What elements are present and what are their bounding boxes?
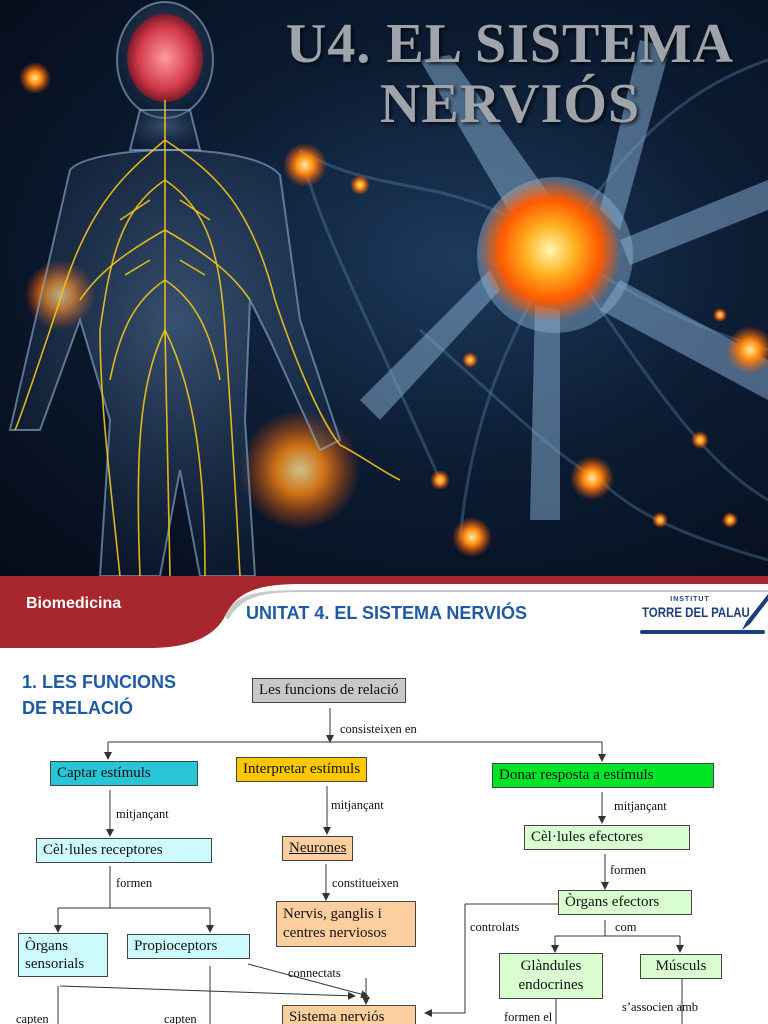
node-glandules-endocrines: Glàndules endocrines — [499, 953, 603, 999]
node-glandules-line2: endocrines — [518, 977, 584, 993]
node-organs-sensorials-line2: sensorials — [25, 956, 85, 972]
node-les-funcions-de-relacio: Les funcions de relació — [252, 678, 406, 703]
label-mitjancant-2: mitjançant — [331, 798, 384, 812]
label-formen-2: formen — [610, 863, 647, 877]
concept-map-connectors — [54, 708, 684, 1024]
unit-title: UNITAT 4. EL SISTEMA NERVIÓS — [246, 603, 528, 623]
label-capten-2: capten — [164, 1012, 197, 1024]
cover-title: U4. EL SISTEMA NERVIÓS — [250, 14, 768, 134]
header-bar — [0, 576, 768, 648]
node-nervis-ganglis-centres: Nervis, ganglis i centres nerviosos — [276, 901, 416, 947]
cover-illustration — [8, 1, 768, 576]
concept-map-slide: Biomedicina UNITAT 4. EL SISTEMA NERVIÓS… — [0, 576, 768, 1024]
label-controlats: controlats — [470, 920, 520, 934]
node-cellules-receptores: Cèl·lules receptores — [36, 838, 212, 863]
label-formen-1: formen — [116, 876, 153, 890]
node-neurones: Neurones — [282, 836, 354, 861]
logo-pen-icon — [742, 594, 768, 630]
node-organs-efectors: Òrgans efectors — [558, 890, 692, 915]
cover-title-line1: U4. EL SISTEMA — [285, 13, 735, 75]
label-mitjancant-3: mitjançant — [614, 799, 667, 813]
cover-slide: U4. EL SISTEMA NERVIÓS — [0, 0, 768, 576]
label-constitueixen: constitueixen — [332, 876, 399, 890]
node-neurones-text: Neurones — [289, 840, 347, 856]
node-organs-sensorials: Òrgans sensorials — [18, 933, 108, 977]
label-consisteixen-en: consisteixen en — [340, 722, 417, 736]
section-title: 1. LES FUNCIONS DE RELACIÓ — [22, 669, 176, 721]
node-organs-sensorials-line1: Òrgans — [25, 938, 69, 954]
node-interpretar-estimuls: Interpretar estímuls — [236, 757, 368, 782]
label-s-associen-amb: s’associen amb — [622, 1000, 699, 1014]
node-nervis-line1: Nervis, ganglis i — [283, 906, 382, 922]
cover-title-line2: NERVIÓS — [379, 73, 641, 135]
label-mitjancant-1: mitjançant — [116, 807, 169, 821]
logo-name-text: TORRE DEL PALAU — [642, 604, 750, 620]
logo-underline — [640, 630, 765, 634]
logo-institut-text: INSTITUT — [670, 596, 710, 603]
section-title-line1: 1. LES FUNCIONS — [22, 672, 177, 692]
label-connectats: connectats — [288, 966, 341, 980]
node-sistema-nervios: Sistema nerviós — [282, 1005, 416, 1024]
node-propioceptors: Propioceptors — [127, 934, 250, 959]
section-title-line2: DE RELACIÓ — [22, 698, 134, 718]
subject-label: Biomedicina — [26, 595, 122, 612]
label-com: com — [615, 920, 637, 934]
school-logo: INSTITUT TORRE DEL PALAU — [640, 594, 768, 644]
label-formen-el: formen el — [504, 1010, 553, 1024]
node-cellules-efectores: Cèl·lules efectores — [524, 825, 690, 850]
node-nervis-line2: centres nerviosos — [283, 925, 387, 941]
node-musculs: Músculs — [640, 954, 722, 979]
label-capten-1: capten — [16, 1012, 49, 1024]
node-glandules-line1: Glàndules — [520, 958, 582, 974]
node-donar-resposta-a-estimuls: Donar resposta a estímuls — [492, 763, 714, 788]
node-captar-estimuls: Captar estímuls — [50, 761, 198, 786]
